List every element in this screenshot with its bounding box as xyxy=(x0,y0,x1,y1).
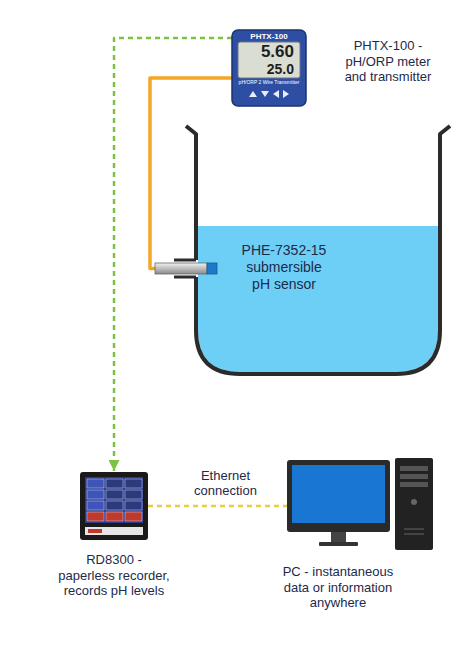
device-shape xyxy=(87,512,104,521)
device-shape xyxy=(85,527,143,535)
ph-sensor: PHE-7352-15 submersible pH sensor xyxy=(155,263,217,274)
transmitter-device: PHTX-1005.60 25.0 pH/ORP 2 Wire Transmitte… xyxy=(232,30,306,106)
device-shape xyxy=(87,479,104,488)
device-shape xyxy=(87,501,104,510)
device-shape xyxy=(125,490,142,499)
device-shape xyxy=(125,512,142,521)
computer: PC - instantaneous data or information a… xyxy=(287,458,433,550)
device-text: PC - instantaneous data or information a… xyxy=(282,564,394,611)
device-shape xyxy=(249,91,257,97)
device-shape xyxy=(88,529,102,533)
device-label: PHTX-100 - pH/ORP meter and transmitter xyxy=(336,38,440,85)
device-shape xyxy=(319,542,358,546)
device-shape xyxy=(106,479,123,488)
device-shape xyxy=(87,490,104,499)
device-shape xyxy=(273,90,279,98)
sensor-body xyxy=(155,263,217,274)
device-shape xyxy=(404,528,424,530)
device-shape xyxy=(85,477,143,523)
tank-wall xyxy=(186,126,196,260)
device-shape xyxy=(292,465,385,523)
device-shape xyxy=(232,30,306,106)
device-shape xyxy=(125,501,142,510)
device-text: PHE-7352-15 submersible pH sensor xyxy=(238,242,330,292)
device-shape xyxy=(261,91,269,97)
recorder-body xyxy=(80,472,148,540)
device-shape xyxy=(238,42,300,78)
device-text: 25.0 xyxy=(238,62,294,76)
device-shape xyxy=(400,474,428,479)
signal-link xyxy=(114,38,232,471)
device-shape xyxy=(395,458,433,550)
device-shape xyxy=(287,460,390,532)
device-shape xyxy=(125,479,142,488)
computer-body xyxy=(287,458,433,550)
sensor-cable xyxy=(150,78,232,269)
device-shape xyxy=(411,499,417,505)
device-shape xyxy=(80,472,148,540)
ethernet-link xyxy=(148,505,287,508)
connector-label: Ethernet connection xyxy=(182,468,270,499)
device-shape xyxy=(400,482,428,487)
device-shape xyxy=(404,533,424,535)
device-shape xyxy=(106,512,123,521)
device-shape xyxy=(283,90,289,98)
device-shape xyxy=(400,466,428,471)
paperless-recorder: RD8300 - paperless recorder, records pH … xyxy=(80,472,148,540)
device-shape xyxy=(207,263,217,274)
tank-wall xyxy=(196,126,450,374)
device-shape xyxy=(106,490,123,499)
device-shape xyxy=(331,532,346,542)
device-text: PHTX-100 xyxy=(232,32,306,42)
device-text: RD8300 - paperless recorder, records pH … xyxy=(57,552,171,599)
device-shape xyxy=(106,501,123,510)
device-text: pH/ORP 2 Wire Transmitter xyxy=(232,80,306,85)
device-text: 5.60 xyxy=(238,43,294,60)
device-shape xyxy=(155,263,207,274)
tank-water xyxy=(198,226,438,372)
